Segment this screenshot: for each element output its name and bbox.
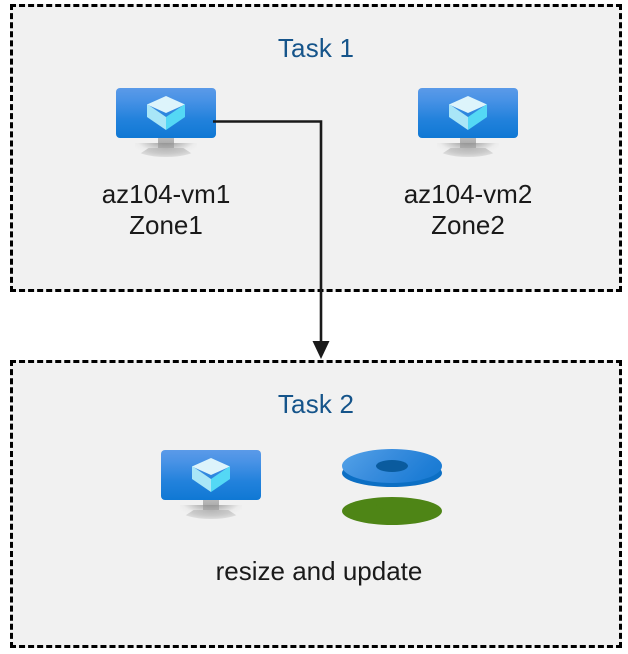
disk-blue bbox=[342, 449, 442, 495]
virtual-machine-icon-vm2 bbox=[418, 88, 518, 157]
task-2-container: Task 2 bbox=[10, 360, 622, 648]
disk-hole bbox=[376, 498, 408, 510]
cube-glyph bbox=[147, 96, 185, 130]
virtual-machine-icon-vm1 bbox=[116, 88, 216, 157]
cube-glyph bbox=[449, 96, 487, 130]
task-1-container: Task 1 az104-vm1 Zone1 bbox=[10, 4, 622, 292]
virtual-machine-icon-resized bbox=[161, 450, 261, 519]
monitor-screen bbox=[418, 88, 518, 138]
cube-top-face bbox=[147, 96, 185, 113]
monitor-stand-base bbox=[437, 148, 499, 157]
down-arrow-head-icon bbox=[312, 341, 330, 359]
node-label-vm1: az104-vm1 Zone1 bbox=[101, 179, 231, 240]
monitor-stand-base bbox=[180, 510, 242, 519]
task-2-title: Task 2 bbox=[277, 389, 355, 419]
monitor-screen bbox=[116, 88, 216, 138]
cube-glyph bbox=[192, 458, 230, 492]
disk-green bbox=[342, 487, 442, 533]
task-2-caption: resize and update bbox=[215, 556, 423, 586]
disk-hole bbox=[376, 460, 408, 472]
disks-icon bbox=[338, 445, 448, 535]
cube-top-face bbox=[192, 458, 230, 475]
cube-top-face bbox=[449, 96, 487, 113]
connector-path bbox=[213, 120, 323, 345]
monitor-screen bbox=[161, 450, 261, 500]
node-label-vm2: az104-vm2 Zone2 bbox=[403, 179, 533, 240]
task-1-title: Task 1 bbox=[277, 33, 355, 63]
monitor-stand-base bbox=[135, 148, 197, 157]
